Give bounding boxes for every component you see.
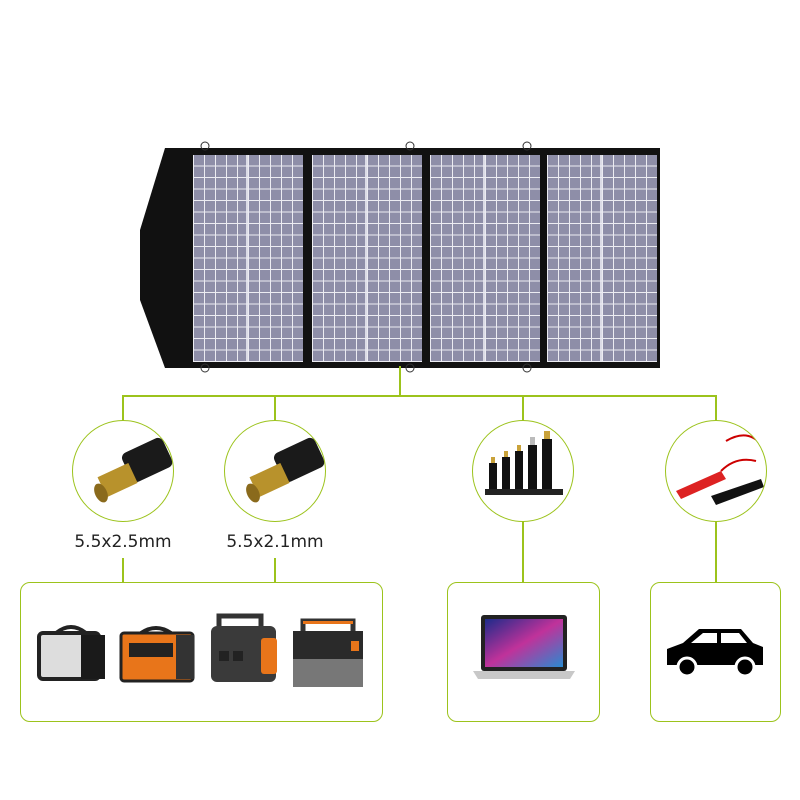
solar-panel-section xyxy=(430,155,540,362)
connector-label: 5.5x2.1mm xyxy=(226,532,324,552)
solar-panel-section xyxy=(312,155,422,362)
power-station-icons xyxy=(37,613,363,687)
car-box xyxy=(650,582,781,722)
connector-line xyxy=(274,558,276,582)
connector-line xyxy=(522,395,524,421)
connector-line xyxy=(122,558,124,582)
solar-panel-section xyxy=(547,155,657,362)
connector-line xyxy=(715,395,717,421)
connector-line xyxy=(122,395,124,421)
car-icon xyxy=(667,629,763,678)
connector-label: 5.5x2.5mm xyxy=(74,532,172,552)
connector-line xyxy=(399,366,401,396)
connector-line xyxy=(123,395,717,397)
usb-multi-tip-adapters-icon xyxy=(472,420,574,522)
dc-barrel-plug-icon xyxy=(72,420,174,522)
connector-line xyxy=(274,395,276,421)
laptop-box xyxy=(447,582,600,722)
dc-barrel-plug-icon xyxy=(224,420,326,522)
battery-clamps-icon xyxy=(665,420,767,522)
power-stations-box xyxy=(20,582,383,722)
solar-panel-section xyxy=(193,155,303,362)
connector-line xyxy=(715,521,717,582)
connector-line xyxy=(522,521,524,582)
laptop-icon xyxy=(473,615,575,679)
